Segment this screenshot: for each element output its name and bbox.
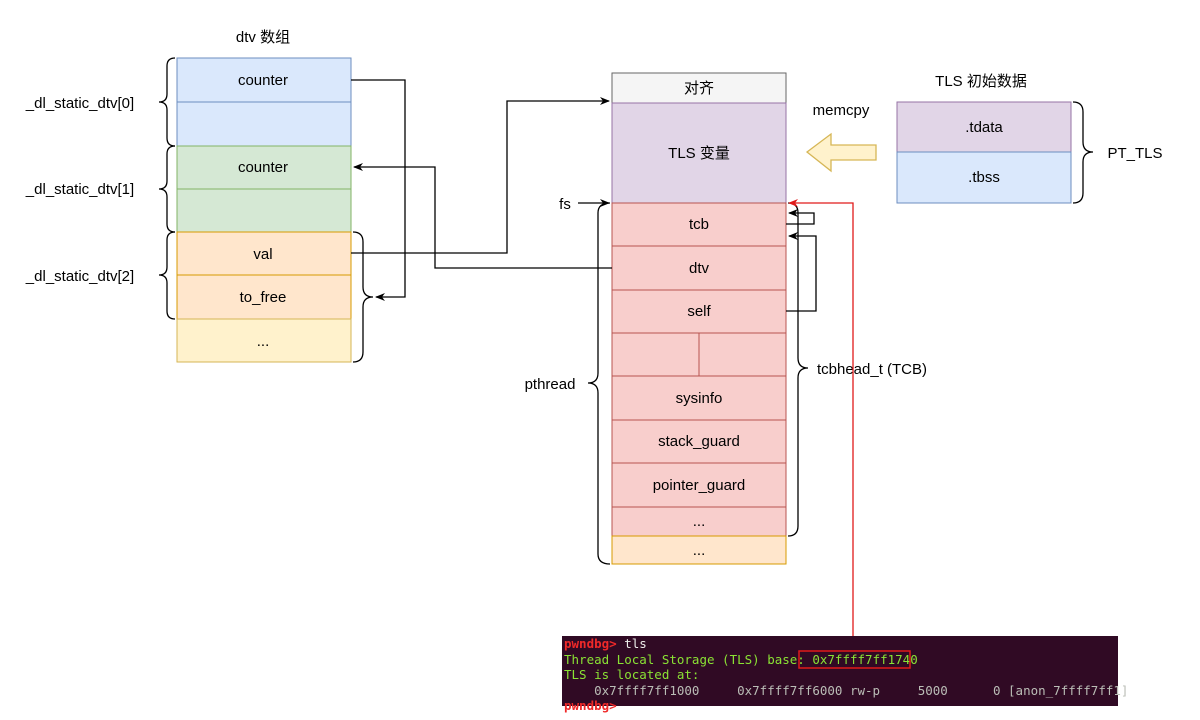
- brace-dtv-tail: [352, 231, 374, 363]
- counter0-to-tofree-arrow: [351, 79, 406, 301]
- dtv-counter-0-text: counter: [238, 72, 288, 89]
- dtv-cell-counter-1: [176, 145, 352, 190]
- stack-guard-text: stack_guard: [658, 433, 740, 450]
- terminal-base-prefix: Thread Local Storage (TLS) base:: [564, 652, 812, 667]
- dtv-to-free-text: to_free: [240, 289, 287, 306]
- tcb-field-self: [611, 289, 787, 334]
- tcb-field-split-right: [698, 332, 787, 377]
- tls-block: 对齐 TLS 变量 tcb dtv self sysinfo stack_gua…: [611, 72, 787, 565]
- tcb-field-sysinfo: [611, 375, 787, 421]
- terminal-addr-highlight: [798, 650, 911, 669]
- terminal-line-4: 0x7ffff7ff1000 0x7ffff7ff6000 rw-p 5000 …: [564, 683, 1128, 698]
- tcb-more-text: ...: [693, 513, 706, 530]
- tdata-text: .tdata: [965, 119, 1003, 136]
- brace-dtv1: [158, 145, 176, 233]
- init-data-title: TLS 初始数据: [935, 73, 1027, 90]
- tcb-text: tcb: [689, 216, 709, 233]
- align-cell: [611, 72, 787, 104]
- terminal-line-3: TLS is located at:: [564, 667, 699, 682]
- dtv1-label: _dl_static_dtv[1]: [25, 181, 134, 198]
- tcb-field-tcb: [611, 202, 787, 247]
- pthread-label: pthread: [525, 376, 576, 393]
- sysinfo-text: sysinfo: [676, 390, 723, 407]
- brace-pthread: [587, 202, 611, 565]
- tcb-self-loop-arrow: [786, 209, 815, 225]
- dtv-cell-val: [176, 231, 352, 276]
- tcbhead-label: tcbhead_t (TCB): [817, 361, 927, 378]
- terminal-prompt: pwndbg>: [564, 636, 617, 651]
- pt-tls-label: PT_TLS: [1107, 145, 1162, 162]
- dtv-cell-empty-1: [176, 188, 352, 233]
- terminal-base-addr: 0x7ffff7ff1740: [812, 652, 917, 667]
- val-to-tls-vars-arrow: [351, 97, 610, 254]
- align-text: 对齐: [684, 80, 714, 97]
- dtv-to-counter1-arrow: [353, 163, 612, 269]
- tbss-text: .tbss: [968, 169, 1000, 186]
- tls-base-red-arrow: [788, 199, 854, 648]
- self-to-tcb-arrow: [786, 232, 817, 312]
- memcpy-label: memcpy: [813, 102, 870, 119]
- dtv0-label: _dl_static_dtv[0]: [25, 95, 134, 112]
- brace-pt-tls: [1072, 101, 1094, 204]
- dtv-val-text: val: [253, 246, 272, 263]
- dtv-cell-counter-0: [176, 57, 352, 103]
- terminal-command: tls: [617, 636, 647, 651]
- terminal-line-1: pwndbg> tls: [564, 636, 647, 651]
- fs-label: fs: [559, 196, 571, 213]
- pointer-guard-text: pointer_guard: [653, 477, 746, 494]
- dtv-title: dtv 数组: [236, 29, 290, 46]
- tail-more-text: ...: [693, 542, 706, 559]
- brace-tcbhead: [787, 202, 809, 537]
- tcb-field-more: [611, 506, 787, 537]
- dtv-counter-1-text: counter: [238, 159, 288, 176]
- dtv-ptr-text: dtv: [689, 260, 710, 277]
- dtv-more-text: ...: [257, 333, 270, 350]
- terminal-background: [562, 636, 1118, 706]
- memcpy-arrow-icon: [805, 132, 877, 173]
- self-text: self: [687, 303, 711, 320]
- tbss-cell: [896, 151, 1072, 204]
- terminal-line-5: pwndbg>: [564, 698, 617, 713]
- terminal-snippet: pwndbg> tls Thread Local Storage (TLS) b…: [562, 636, 1128, 713]
- tcb-field-stack-guard: [611, 419, 787, 464]
- dtv-cell-more: [176, 318, 352, 363]
- brace-dtv2: [158, 231, 176, 320]
- dtv-array: counter counter val to_free ...: [176, 57, 352, 363]
- dtv-cell-empty-0: [176, 101, 352, 147]
- tls-vars-text: TLS 变量: [668, 145, 730, 162]
- terminal-line-2: Thread Local Storage (TLS) base: 0x7ffff…: [564, 652, 918, 667]
- brace-dtv0: [158, 57, 176, 147]
- dtv2-label: _dl_static_dtv[2]: [25, 268, 134, 285]
- dtv-cell-to-free: [176, 274, 352, 320]
- tcb-field-split-left: [611, 332, 700, 377]
- pthread-tail-cell: [611, 535, 787, 565]
